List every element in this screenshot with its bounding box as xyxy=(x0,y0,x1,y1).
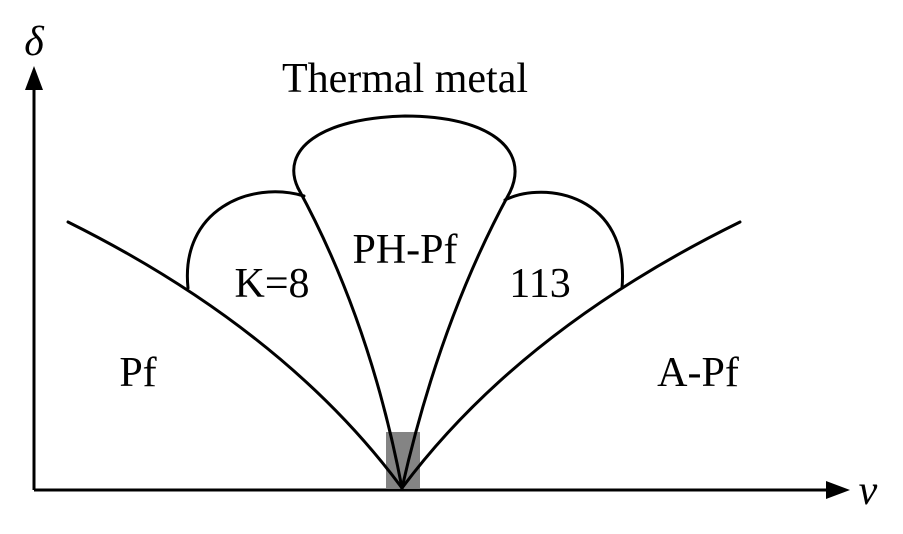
113-label: 113 xyxy=(509,261,570,307)
left-inner-boundary xyxy=(296,186,404,490)
thermal-metal-label: Thermal metal xyxy=(282,56,528,102)
right-outer-boundary xyxy=(400,220,742,490)
pf-label: Pf xyxy=(119,350,156,396)
k8-label: K=8 xyxy=(234,261,309,307)
right-inner-boundary xyxy=(400,190,512,490)
y-axis-label: δ xyxy=(24,19,45,65)
y-axis-arrow xyxy=(25,66,43,90)
a-pf-label: A-Pf xyxy=(657,350,739,396)
left-outer-boundary xyxy=(66,220,404,490)
ph-pf-bubble xyxy=(292,114,517,194)
x-axis-arrow xyxy=(826,481,850,499)
ph-pf-label: PH-Pf xyxy=(352,227,457,273)
x-axis-label: v xyxy=(859,468,878,514)
r113-bubble xyxy=(503,190,624,290)
k8-bubble xyxy=(185,190,306,290)
